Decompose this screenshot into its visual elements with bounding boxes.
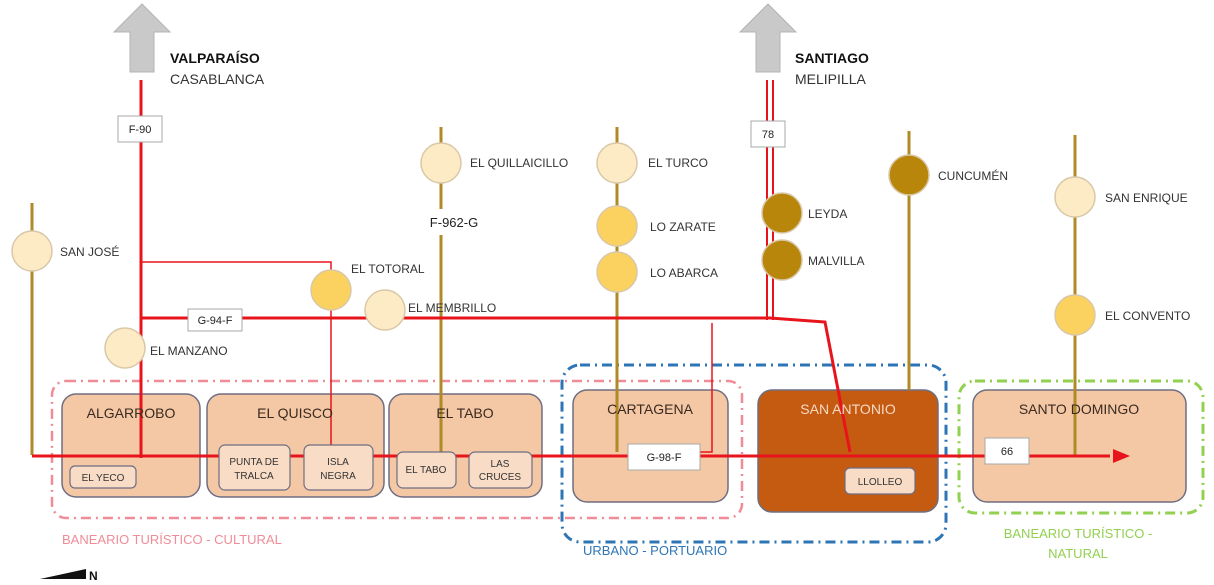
sub-area-box-llolleo (844, 467, 916, 495)
locality-marker-el-turco (596, 142, 638, 184)
locality-marker-san-jose (11, 230, 53, 272)
locality-marker-el-totoral (310, 269, 352, 311)
zone-label-urbano: URBANO - PORTUARIO (583, 543, 727, 558)
sub-area-label-isla-negra-1: ISLA (327, 457, 349, 468)
destination-melipilla: MELIPILLA (795, 71, 866, 87)
locality-marker-lo-abarca (596, 251, 638, 293)
locality-label-el-turco: EL TURCO (648, 156, 708, 170)
zone-label-natural-1: BANEARIO TURÍSTICO - (1004, 526, 1153, 541)
locality-label-el-quillaicillo: EL QUILLAICILLO (470, 156, 568, 170)
road-badge-66: 66 (1001, 446, 1013, 458)
city-label-el-quisco: EL QUISCO (257, 405, 333, 421)
road-badge-f90: F-90 (129, 124, 152, 136)
zone-label-natural-2: NATURAL (1048, 546, 1108, 561)
locality-label-lo-zarate: LO ZARATE (650, 220, 716, 234)
sub-area-boxes (69, 444, 916, 495)
sub-area-box-el-yeco (69, 465, 137, 489)
road-badge-f90-box (117, 115, 163, 143)
destination-santiago: SANTIAGO (795, 50, 869, 66)
locality-label-lo-abarca: LO ABARCA (650, 266, 718, 280)
sub-area-box-las-cruces (468, 451, 533, 489)
locality-label-el-manzano: EL MANZANO (150, 344, 228, 358)
sub-area-box-isla-negra (303, 444, 374, 491)
north-compass-arrow-icon (40, 569, 86, 579)
locality-circles (11, 142, 1096, 369)
destination-valparaiso: VALPARAÍSO (170, 50, 260, 66)
main-red-roads (32, 80, 1110, 458)
road-badge-78: 78 (762, 129, 774, 141)
locality-marker-san-enrique (1054, 176, 1096, 218)
destination-casablanca: CASABLANCA (170, 71, 265, 87)
sub-area-box-punta-tralca (218, 444, 291, 491)
locality-label-el-convento: EL CONVENTO (1105, 309, 1190, 323)
city-label-algarrobo: ALGARROBO (87, 405, 176, 421)
sub-area-label-isla-negra-2: NEGRA (320, 471, 356, 482)
locality-marker-lo-zarate (596, 205, 638, 247)
locality-marker-el-manzano (104, 327, 146, 369)
zone-label-cultural: BANEARIO TURÍSTICO - CULTURAL (62, 532, 282, 547)
sub-area-label-las-cruces-1: LAS (491, 459, 510, 470)
road-badge-g94f-box (187, 308, 243, 332)
locality-label-cucumen: CUNCUMÉN (938, 168, 1008, 183)
locality-marker-el-quillaicillo (420, 142, 462, 184)
road-66-arrowhead (1113, 449, 1130, 463)
city-label-santo-domingo: SANTO DOMINGO (1019, 401, 1139, 417)
road-badge-f962g-box (418, 209, 490, 235)
locality-marker-cucumen (888, 154, 930, 196)
zone-frame-cultural (50, 379, 744, 520)
thin-red-connectors (142, 261, 713, 458)
sub-area-label-punta-tralca-1: PUNTA DE (229, 457, 279, 468)
locality-label-leyda: LEYDA (808, 207, 847, 221)
locality-marker-malvilla (761, 239, 803, 281)
locality-label-san-jose: SAN JOSÉ (60, 244, 119, 259)
road-badge-78-box (750, 120, 786, 148)
locality-label-san-enrique: SAN ENRIQUE (1105, 191, 1188, 205)
north-arrow-santiago (738, 3, 798, 73)
locality-label-el-membrillo: EL MEMBRILLO (408, 301, 496, 315)
locality-marker-el-membrillo (364, 289, 406, 331)
city-box-santo-domingo (972, 389, 1187, 503)
locality-label-malvilla: MALVILLA (808, 254, 864, 268)
road-badge-g98f-box (627, 443, 701, 471)
road-badge-g98f: G-98-F (647, 452, 682, 464)
road-badge-66-box (984, 437, 1030, 465)
zone-frame-urbano (560, 363, 948, 544)
locality-marker-el-convento (1054, 294, 1096, 336)
locality-marker-leyda (761, 192, 803, 234)
sub-area-box-el-tabo (396, 451, 457, 489)
city-label-cartagena: CARTAGENA (607, 401, 693, 417)
north-arrow-valparaiso (112, 3, 172, 73)
sub-area-label-punta-tralca-2: TRALCA (234, 471, 274, 482)
sub-area-label-llolleo: LLOLLEO (858, 477, 903, 488)
locality-label-el-totoral: EL TOTORAL (351, 262, 425, 276)
north-compass-label: N (89, 569, 98, 583)
road-badge-f962g: F-962-G (430, 215, 478, 230)
zone-frame-natural (957, 379, 1205, 515)
city-label-el-tabo: EL TABO (436, 405, 493, 421)
sub-area-label-el-tabo: EL TABO (406, 465, 447, 476)
sub-area-label-las-cruces-2: CRUCES (479, 472, 522, 483)
road-badge-g94f: G-94-F (198, 315, 233, 327)
city-label-san-antonio: SAN ANTONIO (800, 401, 896, 417)
sub-area-label-el-yeco: EL YECO (82, 473, 125, 484)
